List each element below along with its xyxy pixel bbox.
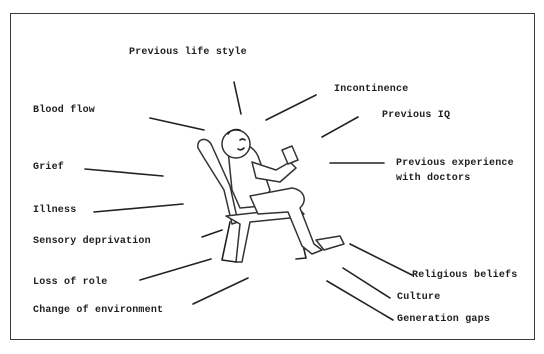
pointer-grief bbox=[85, 169, 163, 176]
pointer-loss-of-role bbox=[140, 259, 211, 280]
label-change-of-environment: Change of environment bbox=[33, 305, 163, 317]
figure-head bbox=[222, 130, 250, 158]
label-religious-beliefs: Religious beliefs bbox=[412, 270, 517, 282]
pointer-religious-beliefs bbox=[350, 244, 412, 275]
label-grief: Grief bbox=[33, 162, 64, 174]
label-incontinence: Incontinence bbox=[334, 84, 408, 96]
pointer-previous-life-style bbox=[234, 82, 241, 114]
label-previous-experience-line2: with doctors bbox=[396, 173, 470, 185]
label-sensory-deprivation: Sensory deprivation bbox=[33, 236, 151, 248]
label-generation-gaps: Generation gaps bbox=[397, 314, 490, 326]
pointer-previous-iq bbox=[322, 117, 358, 137]
pointer-change-of-environment bbox=[193, 278, 248, 304]
seated-elderly-figure bbox=[198, 130, 344, 263]
label-previous-experience: Previous experience bbox=[396, 158, 514, 170]
label-previous-life-style: Previous life style bbox=[129, 47, 247, 59]
label-loss-of-role: Loss of role bbox=[33, 277, 107, 289]
figure-arm bbox=[252, 162, 296, 182]
pointer-incontinence bbox=[266, 95, 316, 120]
pointer-culture bbox=[343, 268, 390, 298]
pointer-illness bbox=[94, 204, 183, 212]
pointer-blood-flow bbox=[150, 118, 204, 130]
label-blood-flow: Blood flow bbox=[33, 105, 95, 117]
cup bbox=[282, 146, 298, 164]
label-illness: Illness bbox=[33, 205, 76, 217]
pointer-generation-gaps bbox=[327, 281, 393, 320]
pointer-sensory-deprivation bbox=[202, 230, 222, 237]
label-previous-iq: Previous IQ bbox=[382, 110, 450, 122]
label-culture: Culture bbox=[397, 292, 440, 304]
